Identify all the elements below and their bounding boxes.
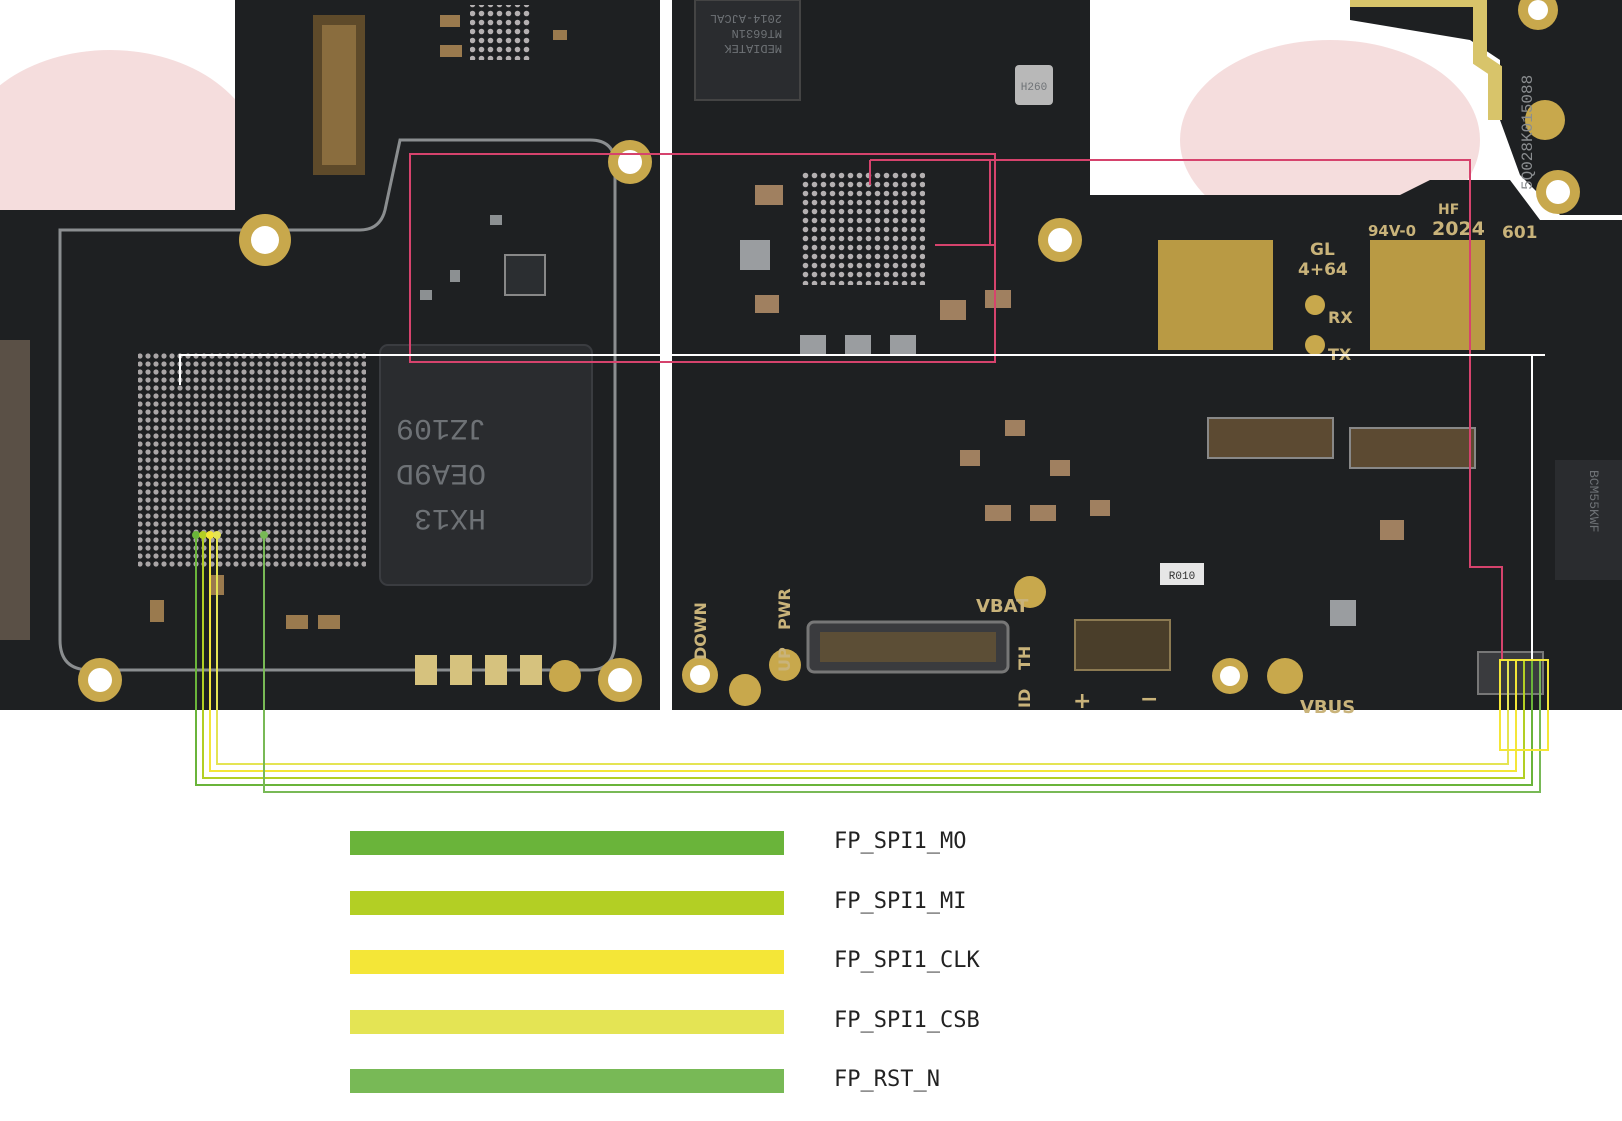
net-fp-spi1-mi	[202, 535, 1525, 779]
spi-pad-markers	[192, 531, 1549, 751]
cpu-bga	[138, 352, 366, 567]
label-year: 2024	[1432, 218, 1485, 240]
label-vbat: VBAT	[976, 596, 1029, 617]
uart-highlight-nets	[409, 153, 1503, 660]
crystal-marking: H260	[1021, 82, 1047, 94]
net-fp-spi1-clk	[209, 535, 1517, 772]
label-minus: −	[1140, 687, 1158, 712]
mediatek-chip-marking: MEDIATEK MT6631N 2014-AJCAL	[710, 11, 782, 55]
label-gl: GL	[1310, 240, 1335, 260]
pmic-bga	[800, 170, 925, 285]
memory-chip	[379, 344, 593, 586]
net-fp-rst-n	[263, 535, 1541, 793]
fpc-connector-1	[1207, 417, 1334, 459]
label-mem: 4+64	[1298, 260, 1348, 280]
fpc-connector-2	[1349, 427, 1476, 469]
label-rating: 94V-0	[1368, 222, 1416, 240]
resistor-marking: R010	[1169, 571, 1195, 583]
spi-nets	[195, 535, 1541, 793]
label-serial: 5Q028K015088	[1519, 75, 1537, 190]
memory-chip-marking: HX13 OEA9D JZ109	[378, 410, 486, 534]
battery-connector	[1074, 619, 1171, 671]
shield-pad-gl	[1158, 240, 1273, 350]
fingerprint-connector	[1477, 651, 1544, 695]
shield-pad-rx	[1370, 240, 1485, 350]
label-plus: +	[1073, 689, 1091, 714]
bcm-chip-marking: BCM55KWF	[1586, 470, 1601, 532]
label-vbus: VBUS	[1300, 697, 1355, 718]
label-hf: HF	[1438, 202, 1459, 218]
crystal	[1015, 65, 1053, 105]
label-down: DOWN	[691, 602, 710, 660]
label-up: UP	[775, 647, 794, 672]
shunt-resistor	[1160, 563, 1204, 585]
gnd-highlight-net	[179, 354, 1545, 660]
label-code: 601	[1502, 223, 1538, 243]
pmic-highlight-box	[409, 153, 996, 363]
bcm-chip	[1555, 460, 1622, 580]
label-rx: RX	[1328, 308, 1353, 327]
mediatek-chip	[694, 0, 801, 101]
silkscreen-labels: DOWN PWR UP VBAT ID TH + − VBUS RX TX GL…	[691, 75, 1538, 718]
label-th: TH	[1015, 646, 1034, 670]
label-id: ID	[1015, 689, 1034, 708]
label-pwr: PWR	[775, 588, 794, 630]
net-fp-spi1-mo	[195, 535, 1533, 786]
net-fp-spi1-csb	[216, 535, 1509, 765]
